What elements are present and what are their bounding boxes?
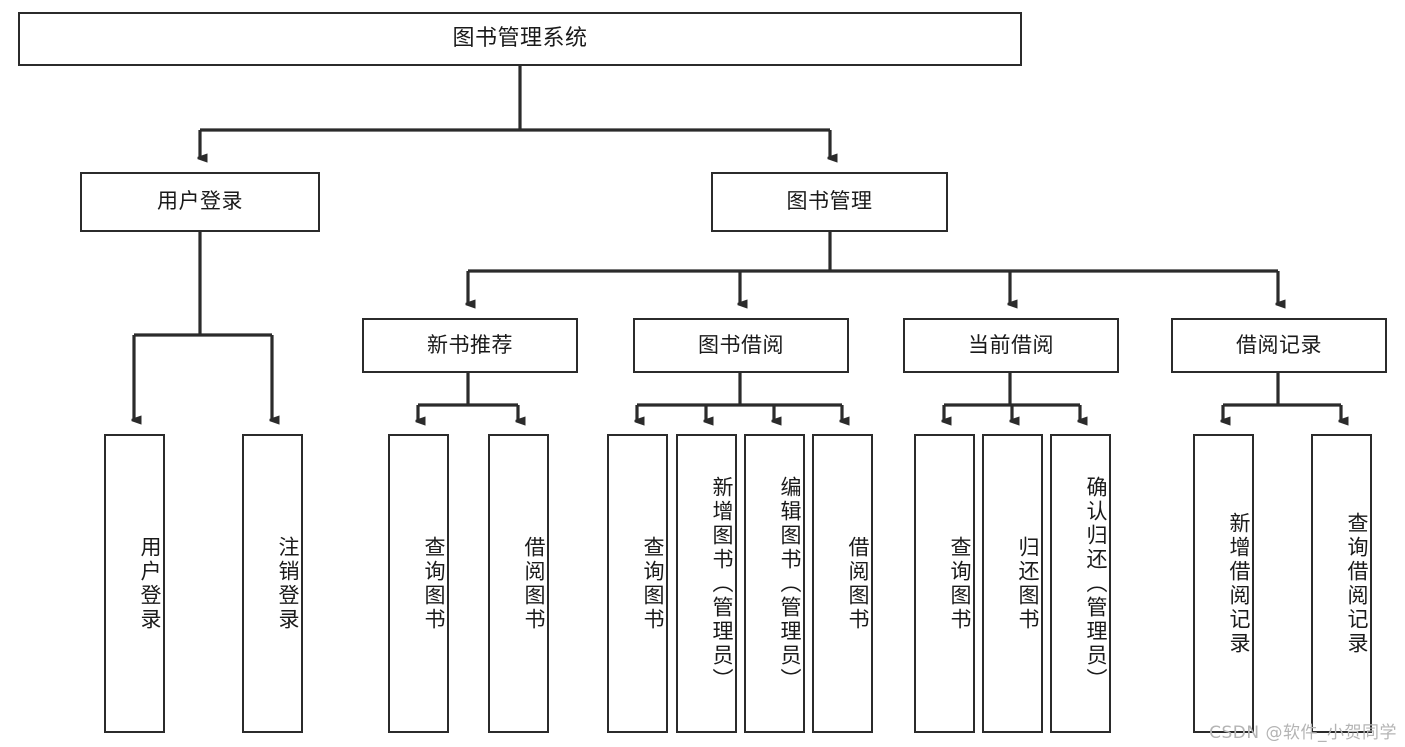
- node-label: 确认归还（管理员）: [1084, 475, 1108, 692]
- node-leaf-add-record[interactable]: 新增借阅记录: [1193, 434, 1254, 733]
- node-label: 查询图书: [948, 535, 972, 632]
- node-leaf-query-record[interactable]: 查询借阅记录: [1311, 434, 1372, 733]
- node-label: 编辑图书（管理员）: [778, 475, 802, 692]
- node-leaf-borrow-book-2[interactable]: 借阅图书: [812, 434, 873, 733]
- node-label: 新增图书（管理员）: [710, 475, 734, 692]
- node-label: 查询借阅记录: [1345, 511, 1369, 656]
- node-label: 借阅记录: [1236, 332, 1322, 357]
- node-label: 新书推荐: [427, 332, 513, 357]
- node-leaf-borrow-book-1[interactable]: 借阅图书: [488, 434, 549, 733]
- node-leaf-confirm-return[interactable]: 确认归还（管理员）: [1050, 434, 1111, 733]
- node-leaf-add-book[interactable]: 新增图书（管理员）: [676, 434, 737, 733]
- node-label: 图书管理系统: [452, 25, 588, 51]
- watermark: CSDN @软件_小贺同学: [1209, 723, 1397, 743]
- node-label: 新增借阅记录: [1227, 511, 1251, 656]
- node-label: 图书管理: [786, 189, 873, 214]
- node-leaf-user-login[interactable]: 用户登录: [104, 434, 165, 733]
- node-current-borrow[interactable]: 当前借阅: [903, 318, 1119, 373]
- node-root-book-management-system[interactable]: 图书管理系统: [18, 12, 1022, 66]
- node-book-borrow[interactable]: 图书借阅: [633, 318, 849, 373]
- node-leaf-user-logout[interactable]: 注销登录: [242, 434, 303, 733]
- node-leaf-query-book-2[interactable]: 查询图书: [607, 434, 668, 733]
- node-new-book-recommend[interactable]: 新书推荐: [362, 318, 578, 373]
- node-leaf-query-book-3[interactable]: 查询图书: [914, 434, 975, 733]
- node-label: 当前借阅: [968, 332, 1054, 357]
- node-label: 借阅图书: [846, 535, 870, 632]
- node-user-login[interactable]: 用户登录: [80, 172, 320, 232]
- node-label: 用户登录: [157, 189, 243, 214]
- node-label: 借阅图书: [522, 535, 546, 632]
- node-leaf-return-book[interactable]: 归还图书: [982, 434, 1043, 733]
- node-label: 查询图书: [422, 535, 446, 632]
- node-label: 归还图书: [1016, 535, 1040, 632]
- node-leaf-edit-book[interactable]: 编辑图书（管理员）: [744, 434, 805, 733]
- node-borrow-record[interactable]: 借阅记录: [1171, 318, 1387, 373]
- node-label: 图书借阅: [698, 332, 784, 357]
- node-book-management[interactable]: 图书管理: [711, 172, 948, 232]
- node-leaf-query-book-1[interactable]: 查询图书: [388, 434, 449, 733]
- node-label: 用户登录: [138, 535, 162, 632]
- node-label: 注销登录: [276, 535, 300, 632]
- node-label: 查询图书: [641, 535, 665, 632]
